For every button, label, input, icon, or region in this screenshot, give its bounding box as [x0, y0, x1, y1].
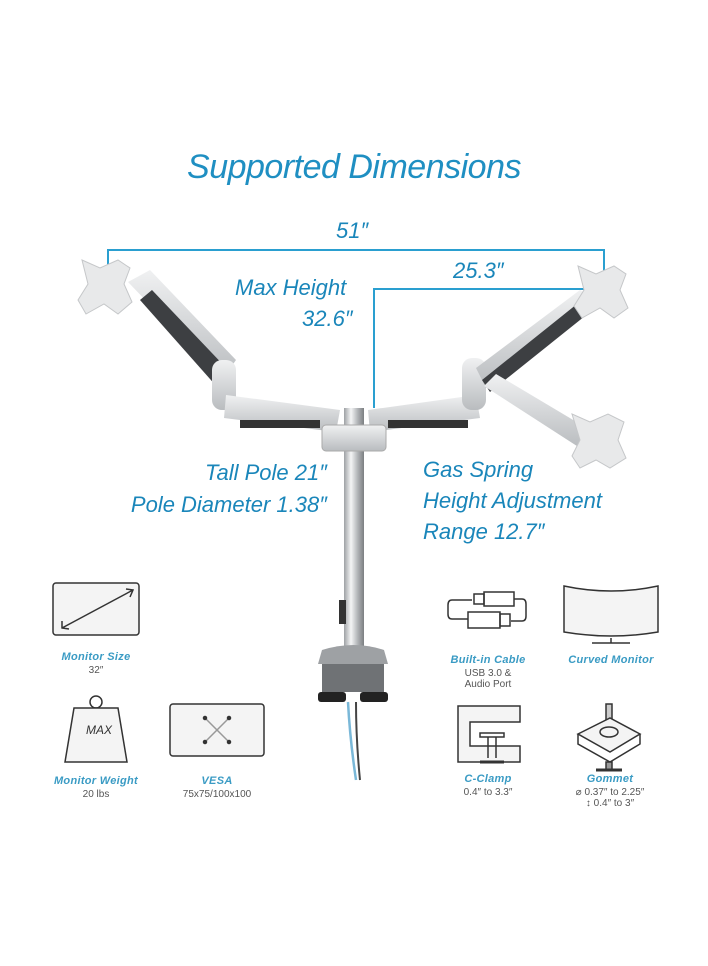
max-height-value: 32.6″ — [302, 306, 353, 331]
feature-detail-cable-2: Audio Port — [464, 679, 512, 690]
pole-height-label: Tall Pole 21″ — [205, 460, 327, 485]
gas-spring-label-2: Height Adjustment — [423, 488, 602, 513]
feature-label-built-in-cable: Built-in Cable — [450, 654, 526, 666]
pole-diameter-label: Pole Diameter 1.38″ — [130, 492, 327, 517]
arm-reach-label: 25.3″ — [453, 258, 504, 283]
gas-spring-label-3: Range 12.7″ — [423, 519, 545, 544]
feature-label-c-clamp: C-Clamp — [464, 773, 512, 785]
feature-detail-grommet-2: ↕ 0.4″ to 3″ — [585, 798, 635, 809]
feature-label-grommet: Gommet — [586, 773, 634, 785]
vesa-plate-left — [77, 259, 133, 315]
page-title: Supported Dimensions — [187, 148, 521, 186]
feature-label-vesa: VESA — [201, 775, 233, 787]
weight-max-text: MAX — [86, 723, 113, 737]
feature-label-monitor-weight: Monitor Weight — [53, 775, 139, 787]
gas-spring-label-1: Gas Spring — [423, 457, 534, 482]
feature-label-curved-monitor: Curved Monitor — [568, 654, 654, 666]
feature-detail-monitor-weight: 20 lbs — [82, 789, 110, 800]
feature-label-monitor-size: Monitor Size — [61, 651, 131, 663]
feature-detail-monitor-size: 32″ — [88, 665, 104, 676]
feature-detail-c-clamp: 0.4″ to 3.3″ — [463, 787, 513, 798]
total-width-label: 51″ — [336, 218, 369, 243]
feature-detail-cable-1: USB 3.0 & — [464, 668, 512, 679]
max-height-label: Max Height — [235, 275, 347, 300]
feature-detail-vesa: 75x75/100x100 — [182, 789, 252, 800]
feature-detail-grommet-1: ⌀ 0.37″ to 2.25″ — [575, 787, 645, 798]
